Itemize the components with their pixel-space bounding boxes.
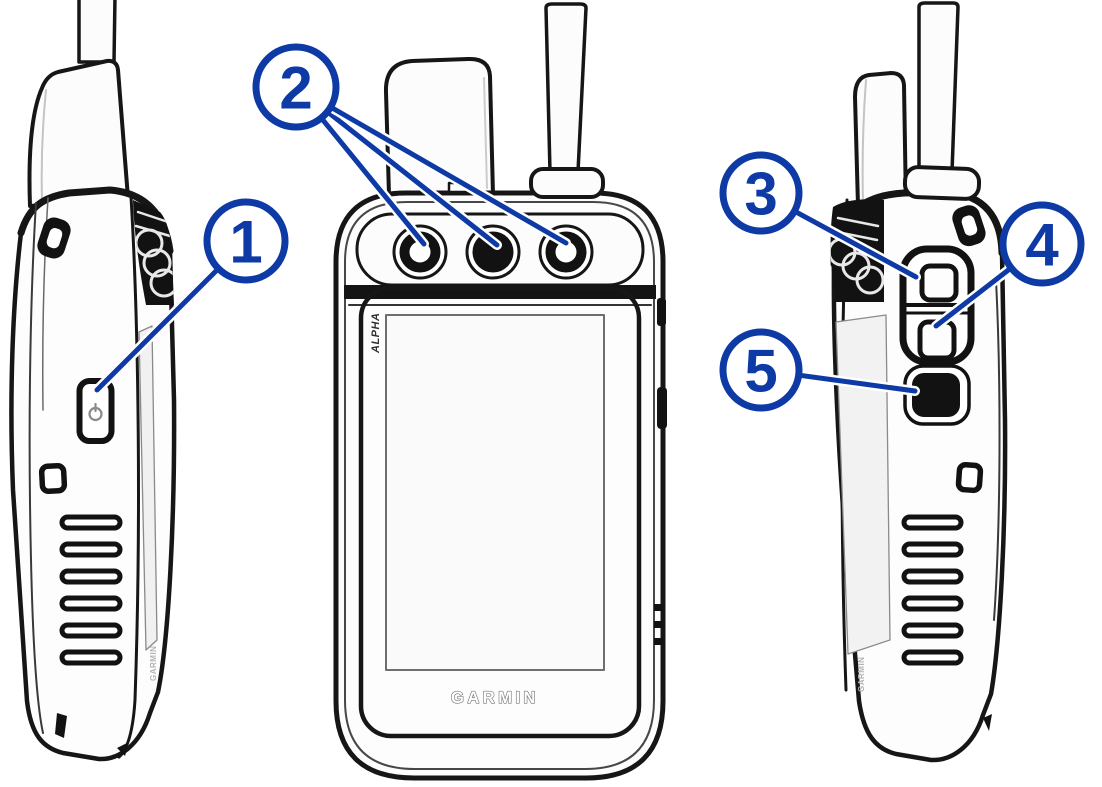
left-side-brand-label: GARMIN <box>149 646 158 681</box>
left-contour-line <box>28 202 44 734</box>
left-bottom-mark-2 <box>117 742 129 756</box>
callout-4-number: 4 <box>1025 212 1059 279</box>
left-top-keys-panel <box>133 200 174 305</box>
front-right-nub-1 <box>657 298 666 326</box>
front-round-antenna <box>544 2 588 174</box>
right-antenna-collar <box>902 165 982 201</box>
right-screen-edge <box>835 314 891 655</box>
callout-2-leaders <box>291 82 571 250</box>
right-speaker-vents <box>901 514 964 666</box>
left-small-square <box>38 462 68 495</box>
upper-side-key[interactable] <box>919 263 959 303</box>
right-contour-line <box>993 279 1001 621</box>
right-flat-antenna <box>853 71 908 208</box>
front-flat-antenna <box>383 56 495 197</box>
front-model-label: ALPHA <box>370 313 382 354</box>
front-right-nub-2 <box>657 387 667 429</box>
top-key-2[interactable] <box>465 224 521 280</box>
front-body-inner-line <box>344 201 655 770</box>
right-round-antenna <box>917 1 960 174</box>
device-left-side-view: GARMIN <box>9 0 177 762</box>
front-antenna-collar <box>529 167 605 199</box>
callout-3-badge: 3 <box>719 151 803 235</box>
callout-2-number: 2 <box>279 55 312 122</box>
device-right-side-view: GARMIN <box>830 1 1008 763</box>
callout-4-badge: 4 <box>999 201 1085 287</box>
left-antenna-base <box>27 58 130 208</box>
callout-5-number: 5 <box>744 338 777 405</box>
flat-antenna-crease <box>483 77 488 189</box>
front-screen-bezel <box>358 285 642 739</box>
left-front-edge-line <box>117 195 140 759</box>
callout-1-number: 1 <box>229 209 262 276</box>
left-lanyard-loop <box>37 217 71 259</box>
right-lanyard-loop <box>952 205 986 247</box>
device-front-view: ALPHA GARMIN <box>333 2 667 781</box>
callout-2-badge: 2 <box>252 43 340 131</box>
right-bottom-mark <box>983 714 992 731</box>
left-bottom-mark <box>55 713 67 738</box>
left-screen-edge <box>138 325 158 651</box>
right-small-square <box>955 461 984 494</box>
lower-side-key[interactable] <box>903 364 971 426</box>
right-antenna-crease <box>861 79 867 205</box>
callout-3-number: 3 <box>744 161 777 228</box>
left-speaker-vents <box>59 514 123 666</box>
touchscreen[interactable] <box>385 314 605 671</box>
antenna-base-crease <box>40 89 47 201</box>
left-antenna-icon <box>77 0 117 64</box>
callouts: 1 2 3 4 5 <box>92 43 1085 412</box>
callout-5-badge: 5 <box>719 328 803 412</box>
right-side-brand-label: GARMIN <box>857 657 866 692</box>
callout-1-badge: 1 <box>203 198 289 284</box>
front-right-ticks <box>654 604 663 645</box>
power-icon <box>88 402 103 422</box>
front-brand-label: GARMIN <box>451 689 539 707</box>
